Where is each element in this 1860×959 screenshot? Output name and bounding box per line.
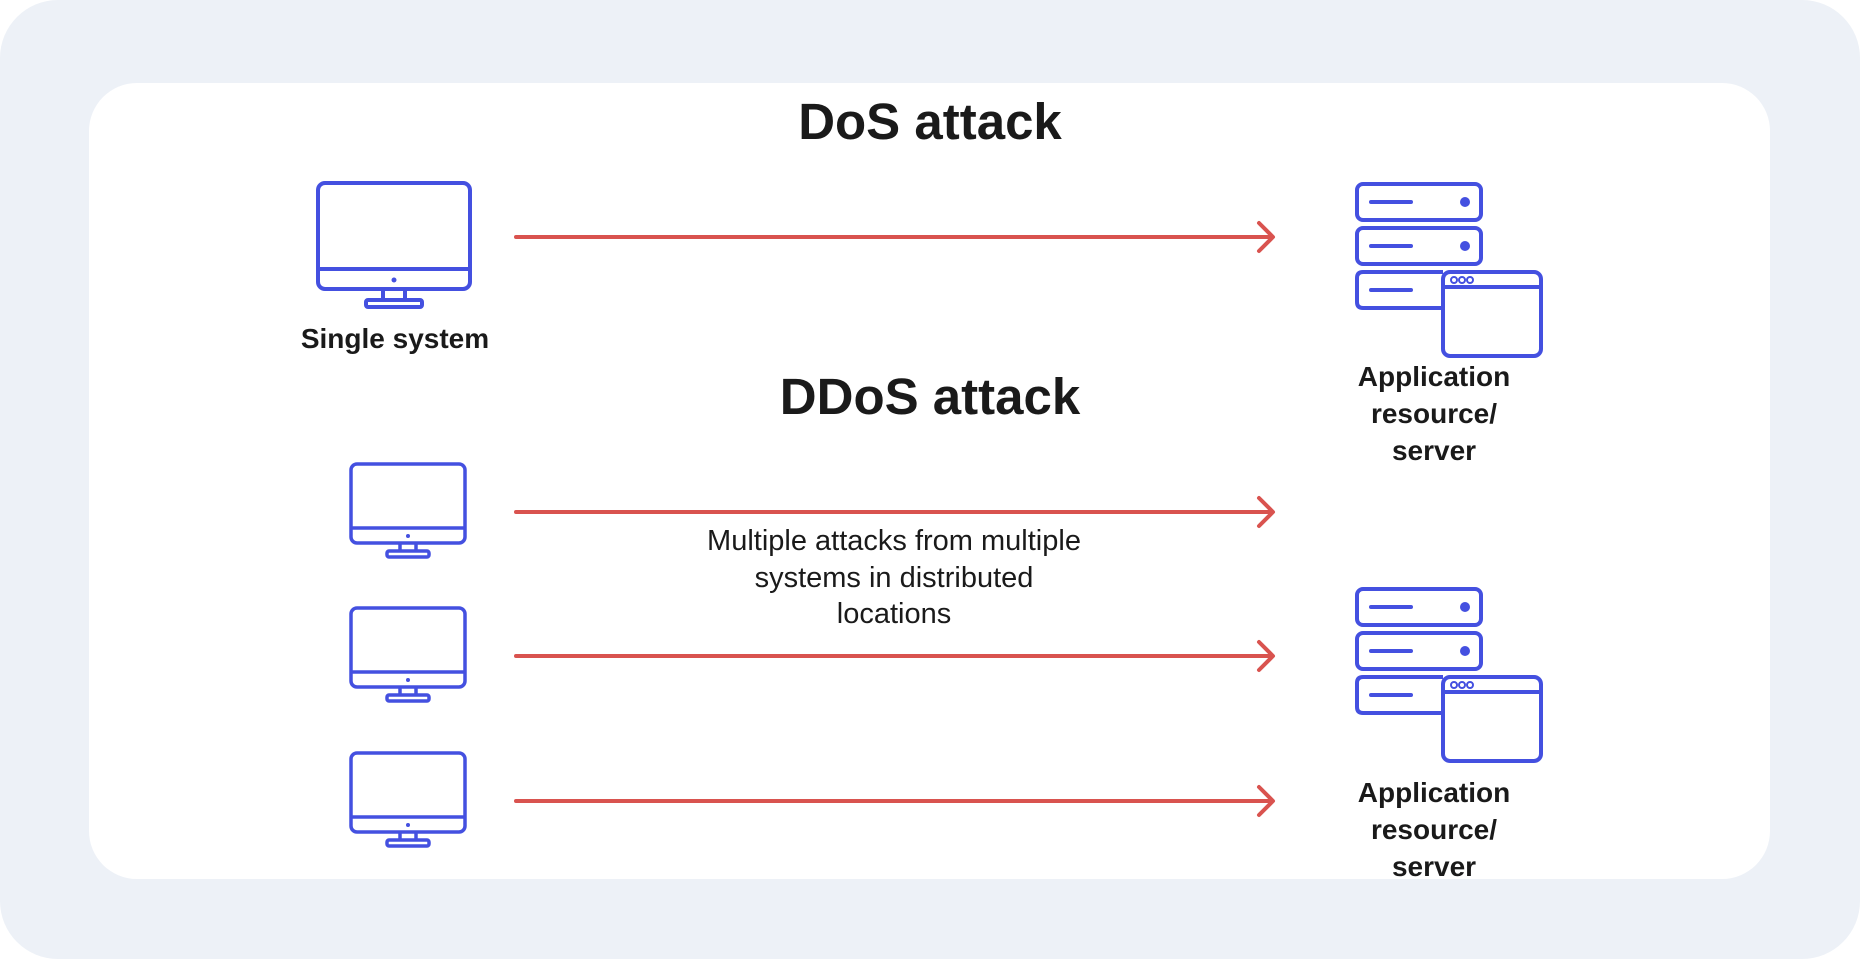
dos-server-rack-icon bbox=[1355, 182, 1543, 358]
dos-target-label-line-3: server bbox=[1391, 435, 1477, 466]
dos-target-label-line-1: Application bbox=[1357, 361, 1511, 392]
single-system-label: Single system bbox=[300, 323, 490, 354]
dos-target-label-line-2: resource/ bbox=[1370, 398, 1498, 429]
ddos-arrow-3 bbox=[514, 785, 1275, 817]
ddos-monitor-1-icon bbox=[349, 462, 467, 559]
single-system-monitor-icon bbox=[316, 181, 472, 309]
ddos-arrow-1 bbox=[514, 496, 1275, 528]
ddos-target-label-line-2: resource/ bbox=[1370, 814, 1498, 845]
dos-title: DoS attack bbox=[798, 93, 1062, 150]
ddos-monitor-3-icon bbox=[349, 751, 467, 848]
dos-arrow bbox=[514, 221, 1275, 253]
ddos-note-line-2: systems in distributed bbox=[754, 562, 1034, 594]
ddos-monitor-2-icon bbox=[349, 606, 467, 703]
ddos-note-line-1: Multiple attacks from multiple bbox=[707, 525, 1081, 557]
ddos-target-label-line-1: Application bbox=[1357, 777, 1511, 808]
ddos-arrow-2 bbox=[514, 640, 1275, 672]
ddos-title: DDoS attack bbox=[779, 368, 1081, 425]
ddos-target-label-line-3: server bbox=[1391, 851, 1477, 882]
ddos-note-line-3: locations bbox=[836, 598, 952, 630]
ddos-server-rack-icon bbox=[1355, 587, 1543, 763]
